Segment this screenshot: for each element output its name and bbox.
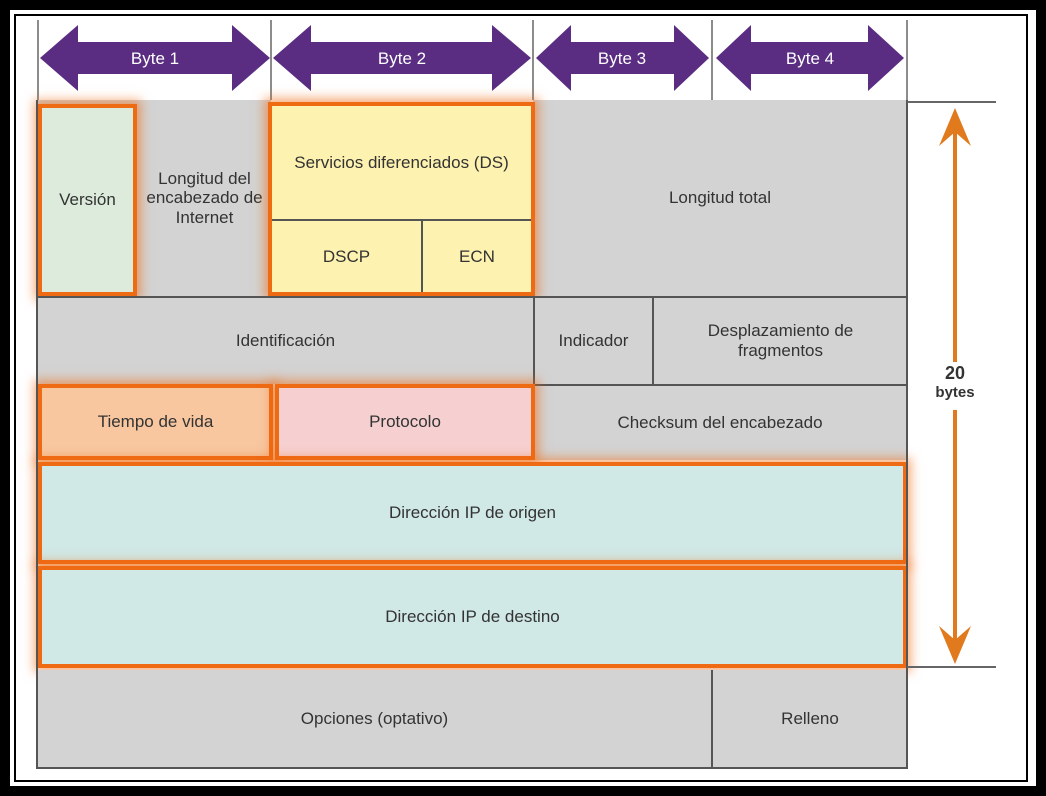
- options-field: Opciones (optativo): [38, 670, 713, 768]
- size-unit: bytes: [935, 384, 975, 401]
- flags-field: Indicador: [535, 296, 654, 384]
- flags-label: Indicador: [558, 331, 629, 351]
- version-label: Versión: [59, 190, 116, 210]
- size-arrow-down-icon: [939, 626, 971, 664]
- checksum-label: Checksum del encabezado: [617, 413, 823, 433]
- checksum-field: Checksum del encabezado: [533, 384, 907, 460]
- ttl-label: Tiempo de vida: [97, 412, 214, 432]
- identification-label: Identificación: [235, 331, 336, 351]
- destination-ip-field: Dirección IP de destino: [38, 566, 907, 668]
- ecn-field: ECN: [423, 221, 531, 292]
- byte-2-arrow: Byte 2: [273, 25, 531, 91]
- fragment-offset-field: Desplazamiento de fragmentos: [654, 296, 907, 384]
- ds-label: Servicios diferenciados (DS): [294, 152, 509, 172]
- table-left-border: [36, 100, 38, 768]
- byte-1-label: Byte 1: [131, 49, 179, 68]
- source-ip-field: Dirección IP de origen: [38, 462, 907, 564]
- dscp-label: DSCP: [322, 246, 371, 266]
- byte-1-arrow: Byte 1: [40, 25, 270, 91]
- protocol-label: Protocolo: [369, 412, 441, 432]
- byte-2-label: Byte 2: [378, 49, 426, 68]
- size-label: 20 bytes: [930, 362, 980, 410]
- size-arrow-up-icon: [939, 108, 971, 146]
- ecn-label: ECN: [459, 246, 495, 266]
- options-label: Opciones (optativo): [300, 709, 449, 729]
- fragment-offset-label: Desplazamiento de fragmentos: [707, 321, 854, 360]
- ihl-label: Longitud del encabezado de Internet: [146, 168, 263, 227]
- size-number: 20: [944, 363, 966, 383]
- total-length-label: Longitud total: [668, 188, 772, 208]
- padding-field: Relleno: [713, 670, 907, 768]
- version-field: Versión: [38, 104, 137, 296]
- ttl-field: Tiempo de vida: [38, 384, 273, 460]
- identification-field: Identificación: [38, 296, 535, 384]
- diagram-border: [14, 14, 1028, 782]
- dscp-field: DSCP: [272, 221, 423, 292]
- byte-4-arrow: Byte 4: [716, 25, 904, 91]
- source-ip-label: Dirección IP de origen: [389, 503, 556, 523]
- total-length-field: Longitud total: [533, 100, 907, 296]
- table-bottom-border: [36, 767, 908, 769]
- destination-ip-label: Dirección IP de destino: [385, 607, 560, 627]
- byte-3-arrow: Byte 3: [536, 25, 709, 91]
- protocol-field: Protocolo: [275, 384, 535, 460]
- byte-4-label: Byte 4: [786, 49, 834, 68]
- ds-field: Servicios diferenciados (DS): [272, 106, 531, 221]
- byte-3-label: Byte 3: [598, 49, 646, 68]
- ds-group: Servicios diferenciados (DS) DSCP ECN: [268, 102, 535, 296]
- table-right-border: [906, 100, 908, 768]
- padding-label: Relleno: [781, 709, 839, 729]
